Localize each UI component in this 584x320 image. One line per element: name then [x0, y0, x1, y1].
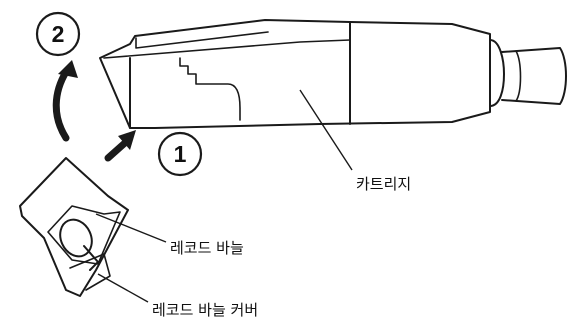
cartridge-pin-ring: [515, 50, 522, 102]
cartridge-top-shell: [99, 19, 491, 129]
stylus-plate: [47, 205, 121, 265]
leader-stylus: [95, 213, 167, 243]
leader-stylus-cover: [97, 273, 149, 303]
step-2-marker: 2: [35, 11, 81, 57]
label-stylus: 레코드 바늘: [170, 239, 244, 257]
label-cartridge: 카트리지: [356, 175, 411, 193]
stylus-holder: [19, 157, 129, 297]
stylus-cover: [69, 253, 111, 291]
step-2-number: 2: [52, 21, 65, 47]
stylus-tube: [59, 218, 93, 258]
step-1-marker: 1: [157, 131, 203, 177]
cartridge-inner-edge: [103, 39, 351, 59]
step-1-number: 1: [174, 141, 187, 167]
leader-cartridge: [299, 89, 353, 171]
arrow-step-2: [52, 60, 78, 142]
label-stylus-cover: 레코드 바늘 커버: [152, 301, 258, 319]
cartridge-inner-edge-2: [135, 31, 269, 49]
cartridge-rear-connector: [489, 39, 505, 107]
stylus-needle: [83, 245, 99, 271]
stylus-assembly: [19, 157, 129, 297]
cartridge-pin: [501, 47, 567, 105]
cartridge: [99, 19, 567, 129]
cartridge-slot: [179, 57, 241, 121]
arrow-step-1: [104, 130, 136, 162]
